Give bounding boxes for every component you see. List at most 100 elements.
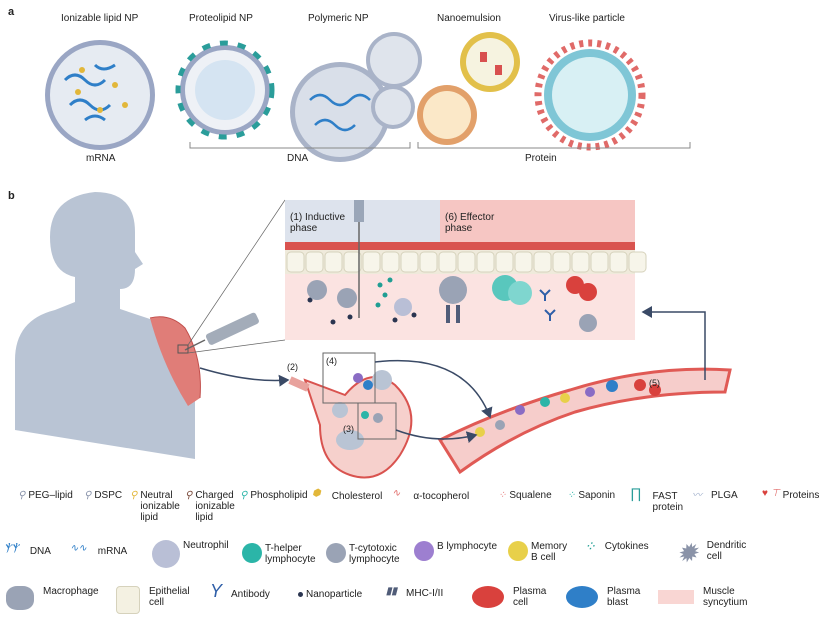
legend-plga: 〰PLGA	[692, 490, 738, 501]
epithelial-cell	[552, 251, 571, 273]
nanoparticle-icon	[298, 592, 303, 597]
cargo-mrna: mRNA	[86, 153, 116, 164]
particle-ionizable-lipid-np: Ionizable lipid NP	[61, 13, 139, 24]
epithelial-cell	[590, 251, 609, 273]
dspc-icon: ⚲	[84, 490, 92, 501]
legend-muscle-syncytium: Muscle syncytium	[658, 586, 747, 608]
b-lymphocyte-icon	[414, 541, 434, 561]
epithelial-cell	[381, 251, 400, 273]
lymph-node	[288, 352, 413, 479]
legend-epithelial-cell: Epithelial cell	[116, 586, 190, 614]
tissue-inset	[285, 200, 647, 340]
protein-small-icon: ⊤	[770, 488, 780, 499]
epithelial-cell	[400, 251, 419, 273]
legend-plasma-cell: Plasma cell	[472, 586, 546, 608]
step-3: (3)	[343, 424, 354, 434]
inductive-phase-label: (1) Inductive phase	[290, 212, 346, 234]
nanoemulsion	[417, 32, 520, 145]
syringe-icon	[184, 312, 259, 351]
fast-protein-icon: ∏	[630, 485, 642, 501]
legend-alpha-tocopherol: ∿α-tocopherol	[392, 488, 470, 502]
legend-dendritic-cell: ✹Dendritic cell	[676, 538, 747, 568]
particle-nanoemulsion: Nanoemulsion	[437, 13, 501, 24]
particle-polymeric-np: Polymeric NP	[308, 13, 369, 24]
legend-neutral-ionizable-lipid: ⚲Neutral ionizable lipid	[130, 490, 180, 523]
step-2: (2)	[287, 362, 298, 372]
epithelial-cell	[571, 251, 590, 273]
legend-plasma-blast: Plasma blast	[566, 586, 640, 608]
legend-phospholipid: ⚲Phospholipid	[240, 490, 308, 501]
epithelial-cell	[438, 251, 457, 273]
epithelial-cell	[457, 251, 476, 273]
memory-b-cell-icon	[508, 541, 528, 561]
mhc-icon: ▮▮	[386, 586, 398, 597]
legend-b-lymphocyte: B lymphocyte	[414, 541, 497, 561]
charged-lipid-icon: ⚲	[185, 490, 193, 501]
epithelial-cell	[305, 251, 324, 273]
legend-saponin: ⁘Saponin	[567, 490, 616, 501]
tocopherol-icon: ∿	[392, 488, 401, 499]
dna-icon: ⲮⲮ	[4, 543, 19, 554]
cargo-protein: Protein	[525, 153, 557, 164]
legend-macrophage: Macrophage	[6, 586, 99, 610]
legend-cholesterol: ⬢Cholesterol	[312, 488, 383, 502]
neutrophil-icon	[152, 540, 180, 568]
plasma-blast-icon	[566, 586, 598, 608]
muscle-syncytium-icon	[658, 590, 694, 604]
phospholipid-icon: ⚲	[240, 490, 248, 501]
epithelial-cell	[343, 251, 362, 273]
legend-mhc: ▮▮MHC-I/II	[386, 586, 444, 599]
cargo-bracket	[189, 142, 691, 149]
legend-squalene: ⁘Squalene	[498, 490, 552, 501]
legend-t-cytotoxic: T-cytotoxic lymphocyte	[326, 543, 400, 565]
deltoid-muscle	[150, 316, 201, 406]
human-silhouette	[15, 192, 195, 459]
legend-peg-lipid: ⚲PEG–lipid	[18, 490, 73, 501]
legend-neutrophil: Neutrophil	[152, 540, 229, 568]
legend-mrna: ∿∿mRNA	[70, 543, 128, 557]
proteolipid-np	[175, 40, 275, 140]
ionizable-lipid-np	[45, 40, 155, 150]
panel-b-label: b	[8, 190, 15, 202]
cytokines-icon: ⁘	[584, 538, 596, 554]
epithelial-cell	[419, 251, 438, 273]
epithelial-cell	[514, 251, 533, 273]
legend-proteins: ♥⊤Proteins	[762, 488, 820, 501]
step-5: (5)	[649, 378, 660, 388]
epithelial-cell	[362, 251, 381, 273]
particle-virus-like: Virus-like particle	[549, 13, 625, 24]
epithelial-cell	[476, 251, 495, 273]
panel-a-label: a	[8, 6, 15, 18]
epithelial-cell-icon	[116, 586, 140, 614]
blood-vessel	[437, 367, 732, 475]
polymeric-np	[290, 32, 422, 162]
epithelial-cell	[628, 251, 647, 273]
legend-cytokines: ⁘Cytokines	[584, 538, 649, 554]
neutral-lipid-icon: ⚲	[130, 490, 138, 501]
virus-like-particle	[534, 39, 646, 151]
plga-icon: 〰	[692, 490, 702, 501]
epithelial-cell	[533, 251, 552, 273]
epithelial-cell	[286, 251, 305, 273]
effector-phase-label: (6) Effector phase	[445, 212, 495, 234]
cargo-dna: DNA	[287, 153, 309, 164]
peg-lipid-icon: ⚲	[18, 490, 26, 501]
antibody-icon: Y	[210, 581, 223, 601]
plasma-cell-icon	[472, 586, 504, 608]
vessel-cells	[475, 379, 661, 437]
epithelial-cell	[609, 251, 628, 273]
squalene-icon: ⁘	[498, 490, 507, 501]
legend-t-helper: T-helper lymphocyte	[242, 543, 316, 565]
flow-arrows	[199, 306, 706, 444]
t-cytotoxic-icon	[326, 543, 346, 563]
legend-fast-protein: ∏FAST protein	[630, 485, 684, 513]
legend-nanoparticle: Nanoparticle	[298, 589, 362, 600]
macrophage-icon	[6, 586, 34, 610]
particle-proteolipid-np: Proteolipid NP	[189, 13, 253, 24]
protein-icon: ♥	[762, 488, 768, 499]
step-4: (4)	[326, 356, 337, 366]
